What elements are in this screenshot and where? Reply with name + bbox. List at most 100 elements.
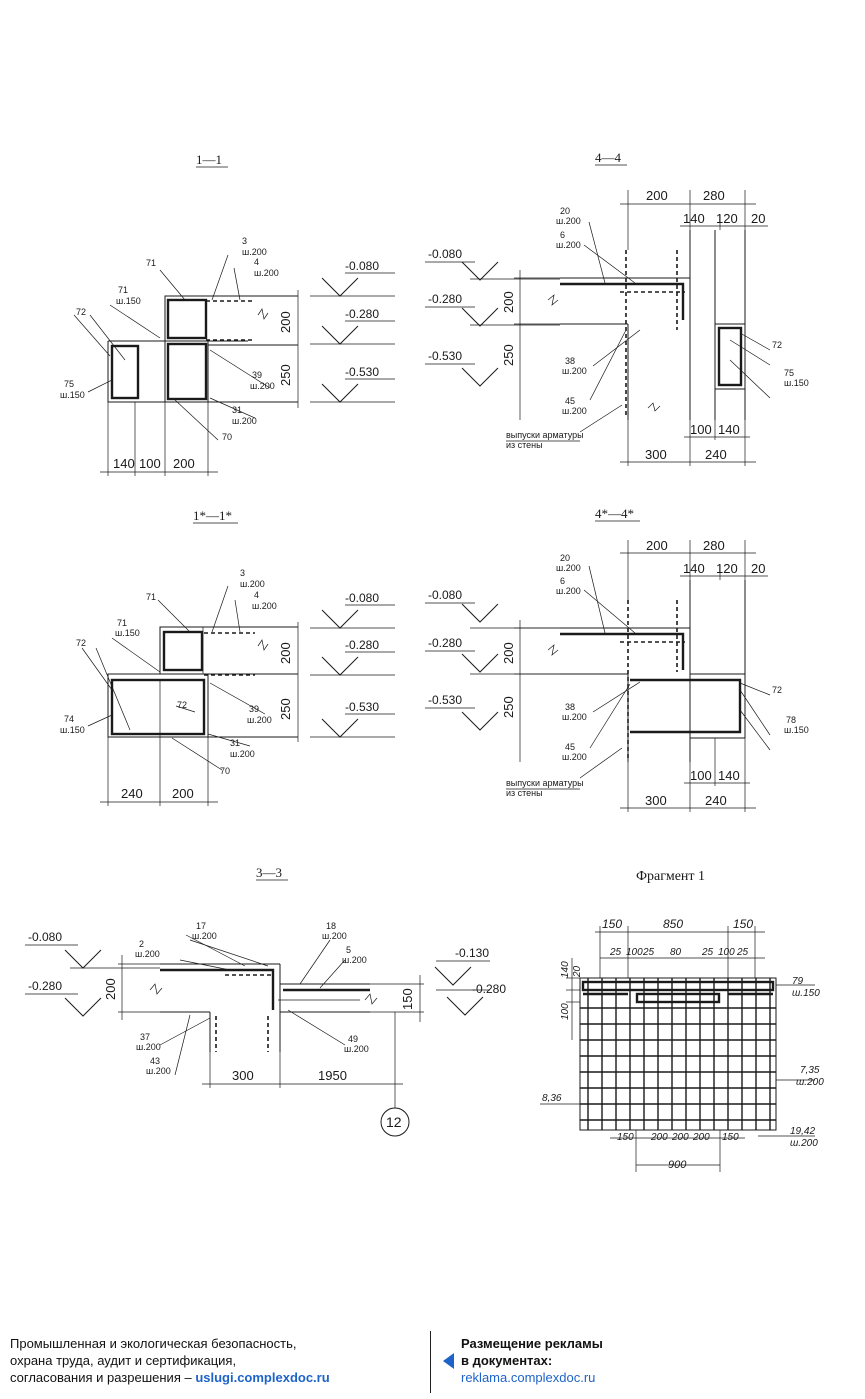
svg-text:78: 78	[786, 715, 796, 725]
footer-divider	[430, 1331, 431, 1393]
svg-text:140: 140	[683, 561, 705, 576]
svg-text:20: 20	[751, 561, 765, 576]
svg-text:75: 75	[64, 379, 74, 389]
svg-text:8,36: 8,36	[542, 1093, 562, 1104]
svg-text:72: 72	[772, 685, 782, 695]
section-title: 1—1	[196, 152, 222, 167]
svg-text:6: 6	[560, 230, 565, 240]
svg-text:-0.080: -0.080	[345, 259, 379, 273]
svg-text:ш.200: ш.200	[146, 1066, 171, 1076]
footer-left-line: Промышленная и экологическая безопасност…	[10, 1336, 297, 1351]
svg-text:ш.200: ш.200	[136, 1042, 161, 1052]
svg-text:19,42: 19,42	[790, 1126, 815, 1137]
svg-text:20: 20	[560, 206, 570, 216]
svg-text:100: 100	[690, 768, 712, 783]
svg-text:80: 80	[670, 947, 682, 958]
svg-text:ш.150: ш.150	[60, 390, 85, 400]
section-3-3: 3—3 200 150 3	[25, 865, 506, 1137]
svg-text:-0.080: -0.080	[428, 247, 462, 261]
svg-text:120: 120	[716, 211, 738, 226]
svg-text:100: 100	[560, 1003, 571, 1020]
svg-text:ш.200: ш.200	[240, 579, 265, 589]
svg-text:ш.200: ш.200	[252, 601, 277, 611]
svg-text:ш.150: ш.150	[60, 725, 85, 735]
svg-text:ш.200: ш.200	[247, 715, 272, 725]
svg-text:выпуски арматуры: выпуски арматуры	[506, 430, 584, 440]
svg-text:200: 200	[646, 188, 668, 203]
svg-text:250: 250	[278, 698, 293, 720]
svg-text:-0.280: -0.280	[428, 292, 462, 306]
svg-text:ш.200: ш.200	[192, 931, 217, 941]
svg-text:ш.150: ш.150	[116, 296, 141, 306]
svg-text:37: 37	[140, 1032, 150, 1042]
svg-text:ш.200: ш.200	[342, 955, 367, 965]
footer-right-line: в документах:	[461, 1353, 553, 1368]
svg-text:140: 140	[683, 211, 705, 226]
svg-text:280: 280	[703, 538, 725, 553]
svg-text:71: 71	[146, 592, 156, 602]
svg-text:3: 3	[242, 236, 247, 246]
svg-text:71: 71	[118, 285, 128, 295]
svg-text:7,35: 7,35	[800, 1065, 820, 1076]
svg-text:71: 71	[117, 618, 127, 628]
svg-text:3: 3	[240, 568, 245, 578]
svg-text:72: 72	[76, 307, 86, 317]
svg-text:4: 4	[254, 257, 259, 267]
svg-text:200: 200	[501, 642, 516, 664]
uslugi-link[interactable]: uslugi.complexdoc.ru	[195, 1370, 330, 1385]
svg-text:-0.080: -0.080	[428, 588, 462, 602]
svg-text:-0.530: -0.530	[428, 349, 462, 363]
dim-200: 200	[173, 456, 195, 471]
dim-100: 100	[139, 456, 161, 471]
svg-text:71: 71	[146, 258, 156, 268]
dim-200-v: 200	[278, 311, 293, 333]
svg-text:150: 150	[602, 917, 622, 931]
svg-text:70: 70	[220, 766, 230, 776]
svg-text:ш.200: ш.200	[232, 416, 257, 426]
level-marks: -0.080 -0.280 -0.530	[310, 259, 395, 403]
svg-text:49: 49	[348, 1034, 358, 1044]
svg-text:150: 150	[722, 1132, 739, 1143]
svg-text:120: 120	[716, 561, 738, 576]
section-1s-1s: 1*—1* 240 200 200 250	[60, 508, 395, 806]
footer-left-line: согласования и разрешения – uslugi.compl…	[10, 1370, 330, 1385]
svg-text:6: 6	[560, 576, 565, 586]
svg-text:ш.200: ш.200	[556, 240, 581, 250]
svg-text:140: 140	[718, 768, 740, 783]
svg-text:45: 45	[565, 396, 575, 406]
svg-text:ш.200: ш.200	[254, 268, 279, 278]
drawing-sheet: 1—1 140 100 200	[25, 150, 824, 1172]
svg-text:ш.200: ш.200	[322, 931, 347, 941]
svg-text:200: 200	[278, 642, 293, 664]
svg-text:250: 250	[501, 696, 516, 718]
reklama-link[interactable]: reklama.complexdoc.ru	[461, 1370, 596, 1385]
svg-text:из стены: из стены	[506, 440, 543, 450]
svg-text:ш.150: ш.150	[115, 628, 140, 638]
svg-text:39: 39	[249, 704, 259, 714]
svg-text:150: 150	[733, 917, 753, 931]
svg-text:75: 75	[784, 368, 794, 378]
svg-text:ш.200: ш.200	[562, 752, 587, 762]
svg-text:200: 200	[172, 786, 194, 801]
svg-text:240: 240	[705, 447, 727, 462]
section-1-1: 1—1 140 100 200	[60, 152, 395, 476]
svg-text:43: 43	[150, 1056, 160, 1066]
svg-text:200: 200	[646, 538, 668, 553]
svg-text:20: 20	[751, 211, 765, 226]
fragment-title: Фрагмент 1	[636, 869, 705, 884]
svg-text:ш.150: ш.150	[792, 988, 820, 999]
svg-text:25: 25	[701, 947, 714, 958]
svg-text:100: 100	[690, 422, 712, 437]
svg-text:20: 20	[572, 965, 583, 978]
svg-text:18: 18	[326, 921, 336, 931]
svg-text:-0.280: -0.280	[345, 307, 379, 321]
svg-text:200: 200	[671, 1132, 689, 1143]
svg-text:300: 300	[645, 793, 667, 808]
section-title: 4—4	[595, 150, 622, 165]
svg-text:300: 300	[645, 447, 667, 462]
svg-text:-0.280: -0.280	[428, 636, 462, 650]
svg-text:200: 200	[692, 1132, 710, 1143]
svg-text:ш.200: ш.200	[230, 749, 255, 759]
svg-text:из стены: из стены	[506, 788, 543, 798]
svg-text:38: 38	[565, 702, 575, 712]
